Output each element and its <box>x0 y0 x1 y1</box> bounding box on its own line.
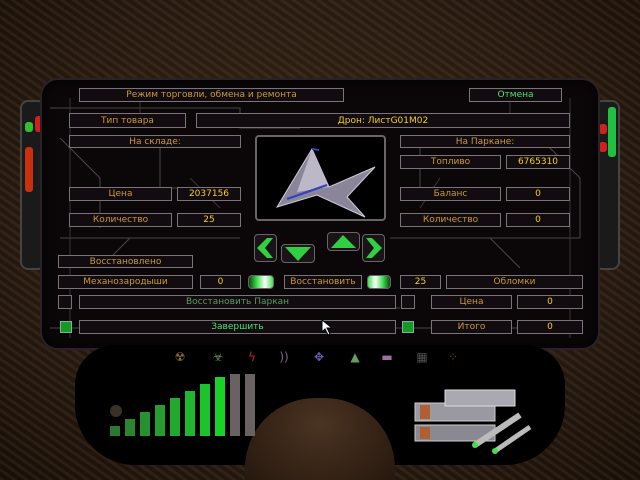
transfer-right-button[interactable] <box>367 275 391 289</box>
finish-indicator-left <box>60 321 72 333</box>
energy-segment <box>170 398 180 436</box>
goods-type-value: Дрон: ЛистG01M02 <box>196 113 570 128</box>
energy-segment <box>140 412 150 436</box>
restored-label: Восстановлено <box>58 255 193 268</box>
finish-button[interactable]: Завершить <box>79 320 396 334</box>
signal-icon: )) <box>279 350 289 364</box>
arrow-left-icon <box>257 238 273 258</box>
arrow-up-icon <box>331 235 356 248</box>
debris-value: 25 <box>400 275 441 289</box>
energy-segment <box>245 374 255 436</box>
knob-icon <box>110 405 122 417</box>
restore-button[interactable]: Восстановить <box>284 275 362 289</box>
balance-label: Баланс <box>400 187 501 201</box>
total-label: Итого <box>431 320 512 334</box>
parkan-qty-label: Количество <box>400 213 501 227</box>
radiation-icon: ☢ <box>174 350 186 364</box>
warehouse-qty-value: 25 <box>177 213 241 227</box>
warehouse-heading: На складе: <box>69 135 241 148</box>
next-item-button[interactable] <box>362 234 385 262</box>
goods-type-label: Тип товара <box>69 113 186 128</box>
balance-value: 0 <box>506 187 570 201</box>
fuel-value: 6765310 <box>506 155 570 169</box>
transfer-left-button[interactable] <box>248 275 274 289</box>
parkan-qty-value: 0 <box>506 213 570 227</box>
arrow-right-icon <box>366 238 382 258</box>
restore-parkan-button[interactable]: Восстановить Паркан <box>79 295 396 309</box>
decrease-button[interactable] <box>281 244 315 263</box>
target-icon: ✥ <box>313 350 325 364</box>
warehouse-qty-label: Количество <box>69 213 172 227</box>
beacon-icon: ▲ <box>350 350 360 364</box>
mouse-cursor-icon <box>321 318 334 336</box>
lightning-icon: ϟ <box>248 350 256 364</box>
restore-parkan-indicator-left <box>58 295 72 309</box>
screen-title: Режим торговли, обмена и ремонта <box>79 88 344 102</box>
increase-button[interactable] <box>327 232 360 251</box>
restore-parkan-indicator-right <box>401 295 415 309</box>
energy-segment <box>125 419 135 436</box>
warehouse-price-label: Цена <box>69 187 172 201</box>
mechano-label: Механозародыши <box>58 275 193 289</box>
energy-segment <box>155 405 165 436</box>
energy-segment <box>200 384 210 436</box>
energy-segment <box>185 391 195 436</box>
cancel-button[interactable]: Отмена <box>469 88 562 102</box>
repair-price-label: Цена <box>431 295 512 309</box>
prev-item-button[interactable] <box>254 234 277 262</box>
drone-image <box>255 135 386 221</box>
total-value: 0 <box>517 320 583 334</box>
cargo-module-icon <box>414 389 532 454</box>
drone-ship-icon <box>275 147 376 218</box>
energy-segment <box>230 374 240 436</box>
energy-segment <box>215 377 225 436</box>
fuel-label: Топливо <box>400 155 501 169</box>
parkan-heading: На Паркане: <box>400 135 570 148</box>
shield-icon: ▬ <box>381 350 393 364</box>
debris-label: Обломки <box>446 275 583 289</box>
mechano-value: 0 <box>200 275 241 289</box>
energy-segment <box>110 426 120 436</box>
finish-indicator-right <box>402 321 414 333</box>
dots-icon: ⁘ <box>447 350 459 364</box>
arrow-down-icon <box>285 247 311 261</box>
grid-icon: ▦ <box>416 350 428 364</box>
warehouse-price-value: 2037156 <box>177 187 241 201</box>
repair-price-value: 0 <box>517 295 583 309</box>
biohazard-icon: ☣ <box>212 350 224 364</box>
